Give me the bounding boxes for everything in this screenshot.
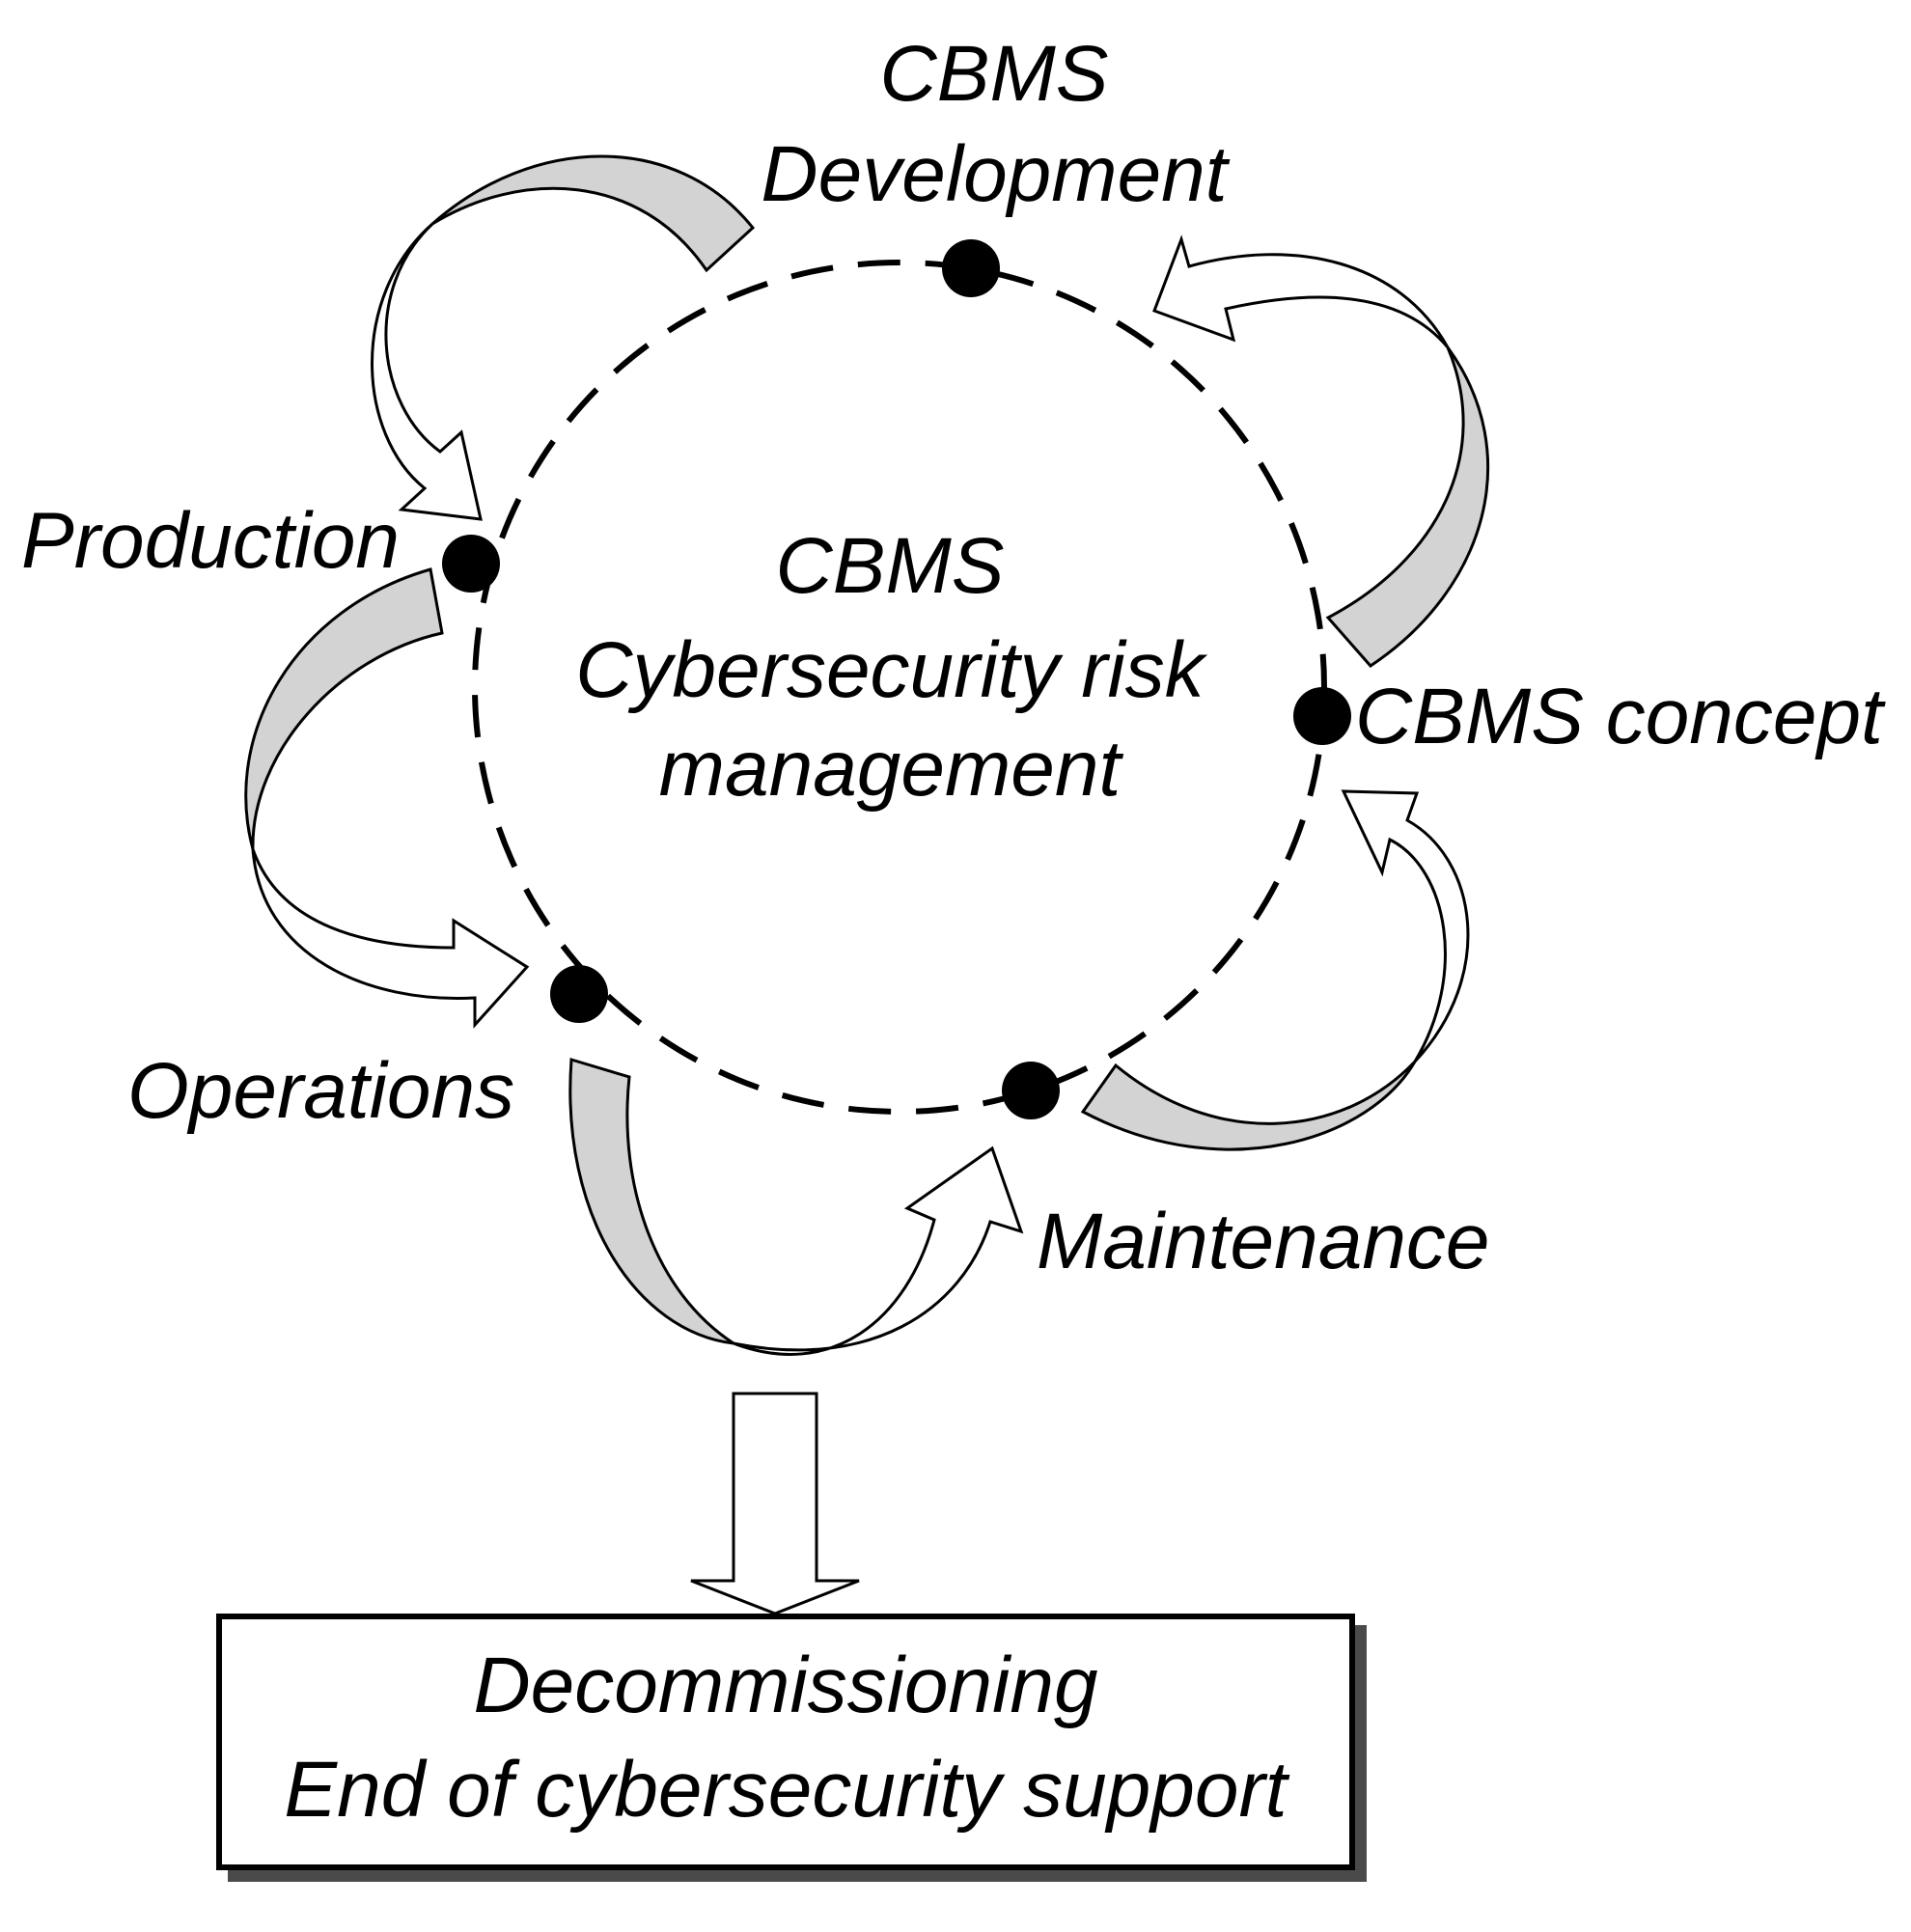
center-line1: CBMS <box>775 522 1005 610</box>
gray-arrow-concept-to-dev <box>1325 346 1489 668</box>
label-production: Production <box>21 497 401 585</box>
outline-arrow-ops-to-maint <box>733 1145 1024 1356</box>
gray-arrow-maint-to-concept <box>1080 1060 1417 1151</box>
label-development-line2: Development <box>761 130 1228 218</box>
outline-arrow-prod-to-ops <box>251 848 530 1029</box>
outline-arrow-concept-to-dev <box>1152 235 1450 348</box>
gray-arrow-ops-to-maint <box>568 1058 734 1345</box>
gray-arrow-dev-to-prod <box>431 154 756 273</box>
gray-arrow-prod-to-ops <box>244 567 444 850</box>
label-development: CBMS Development <box>734 35 1255 214</box>
decommissioning-line2: End of cybersecurity support <box>284 1746 1288 1834</box>
decommissioning-box: Decommissioning End of cybersecurity sup… <box>216 1614 1355 1870</box>
node-development <box>942 239 1000 297</box>
node-operations <box>550 965 608 1023</box>
outline-arrow-maint-to-concept <box>1341 789 1470 1063</box>
decommissioning-line1: Decommissioning <box>473 1642 1098 1729</box>
label-development-line1: CBMS <box>879 30 1109 118</box>
decommissioning-text: Decommissioning End of cybersecurity sup… <box>222 1646 1349 1830</box>
down-arrow-to-decommissioning <box>690 1392 860 1615</box>
lifecycle-dashed-circle <box>472 260 1327 1115</box>
center-title: CBMS Cybersecurity risk management <box>533 527 1247 809</box>
outline-arrow-dev-to-prod <box>371 222 483 521</box>
center-line2: Cybersecurity risk <box>575 626 1205 714</box>
label-concept: CBMS concept <box>1355 673 1883 760</box>
label-maintenance: Maintenance <box>1037 1198 1490 1285</box>
node-production <box>442 535 500 593</box>
center-line3: management <box>658 725 1122 813</box>
node-maintenance <box>1002 1062 1060 1119</box>
node-concept <box>1293 687 1351 745</box>
label-operations: Operations <box>127 1047 515 1135</box>
